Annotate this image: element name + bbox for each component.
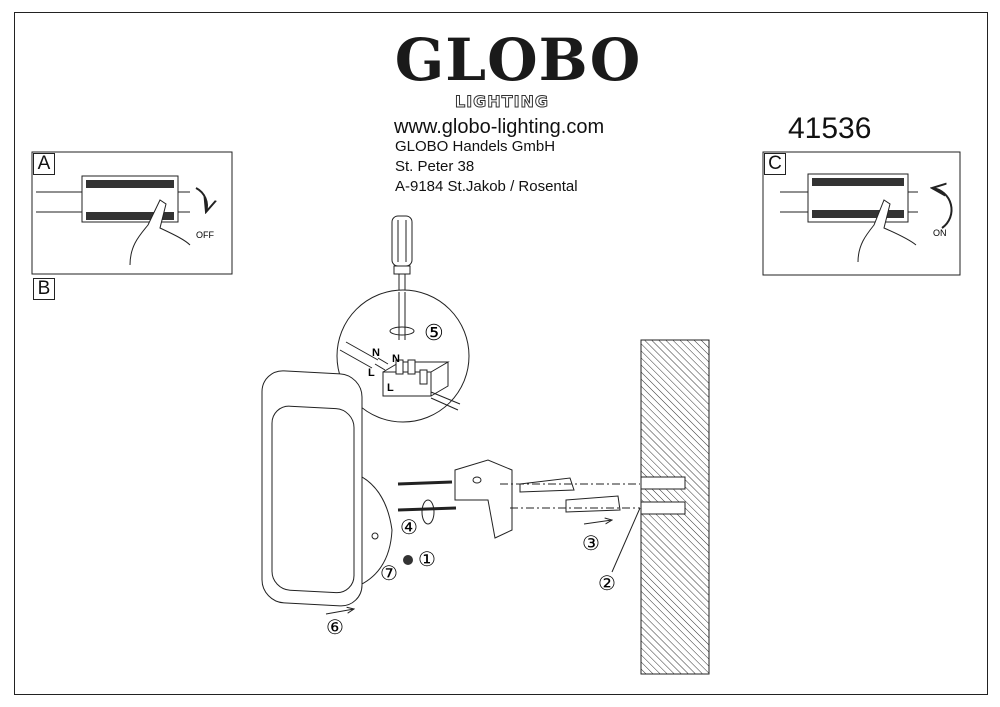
screw-icon xyxy=(403,555,413,565)
terminal-n-label: N xyxy=(392,353,400,365)
cable-n-label: N xyxy=(372,347,380,359)
panel-a-breaker-off: OFF xyxy=(31,151,233,275)
rotate-down-arrow-icon xyxy=(195,187,207,212)
step-5: ⑤ xyxy=(424,320,444,345)
website-url: www.globo-lighting.com xyxy=(394,116,605,138)
off-label: OFF xyxy=(196,230,214,240)
model-number: 41536 xyxy=(788,112,872,145)
terminal-l-label: L xyxy=(387,382,394,394)
on-label: ON xyxy=(933,228,947,238)
step-4: ④ xyxy=(400,517,418,539)
step-2: ② xyxy=(598,573,616,595)
step-3: ③ xyxy=(582,533,600,555)
cable-l-label: L xyxy=(368,367,375,379)
rotate-icon xyxy=(421,499,435,525)
step-7: ⑦ xyxy=(380,563,398,585)
mounting-bracket xyxy=(397,459,640,539)
wall-plug-icon xyxy=(565,495,621,513)
panel-a-label: A xyxy=(33,153,55,175)
panel-b-label: B xyxy=(33,278,55,300)
step-6: ⑥ xyxy=(326,617,344,639)
wall-luminaire xyxy=(261,370,413,607)
street-address: St. Peter 38 xyxy=(395,158,475,175)
logo-subtitle: LIGHTING xyxy=(454,92,550,112)
step-1: ① xyxy=(418,549,436,571)
arrow-icon xyxy=(325,609,354,615)
wiring-detail: N L N L ⑤ xyxy=(336,289,470,423)
globo-logo: GLOBO xyxy=(394,26,642,94)
wall xyxy=(611,339,710,675)
arrow-icon xyxy=(583,520,612,525)
panel-c-label: C xyxy=(764,153,786,175)
city-address: A-9184 St.Jakob / Rosental xyxy=(395,178,578,195)
wall-plug-icon xyxy=(519,477,575,493)
company-name: GLOBO Handels GmbH xyxy=(395,138,556,155)
rotate-up-arrow-icon xyxy=(932,188,953,229)
panel-c-breaker-on: ON xyxy=(762,151,961,276)
rotate-icon xyxy=(389,326,415,336)
page-border xyxy=(14,12,988,695)
